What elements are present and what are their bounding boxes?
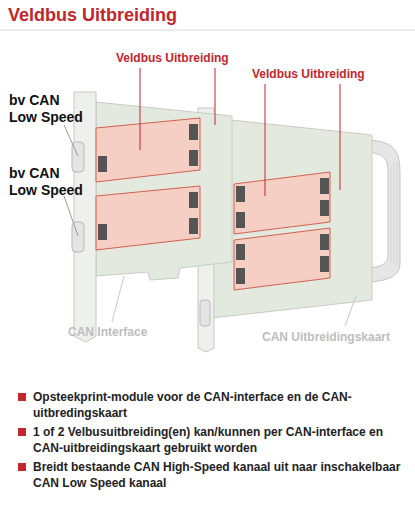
bullet-text: Opsteekprint-module voor de CAN-interfac… [33,389,405,421]
port-label: bv CAN Low Speed [9,165,84,199]
module [234,228,330,290]
bullet-text: Breidt bestaande CAN High-Speed kanaal u… [33,459,405,491]
bullet-square [18,393,26,471]
interface-board [96,102,232,280]
card-label: CAN Interface [68,325,147,340]
card-label: CAN Uitbreidingskaart [262,330,390,345]
part-label: Veldbus Uitbreiding [116,51,229,66]
module [96,118,200,182]
part-label: Veldbus Uitbreiding [252,67,365,82]
bullet-text: 1 of 2 Velbusuitbreiding(en) kan/kunnen … [33,424,405,456]
leader-line [112,276,356,326]
page-title: Veldbus Uitbreiding [8,5,177,26]
interface-card [72,92,232,342]
port-label: bv CAN Low Speed [9,92,84,126]
leader-line [140,68,340,196]
interface-bracket [74,92,96,342]
leader-line [64,125,78,236]
module [234,172,330,234]
module [96,186,200,250]
title-rule [0,30,415,31]
expansion-board [212,118,372,318]
connector [72,222,84,252]
